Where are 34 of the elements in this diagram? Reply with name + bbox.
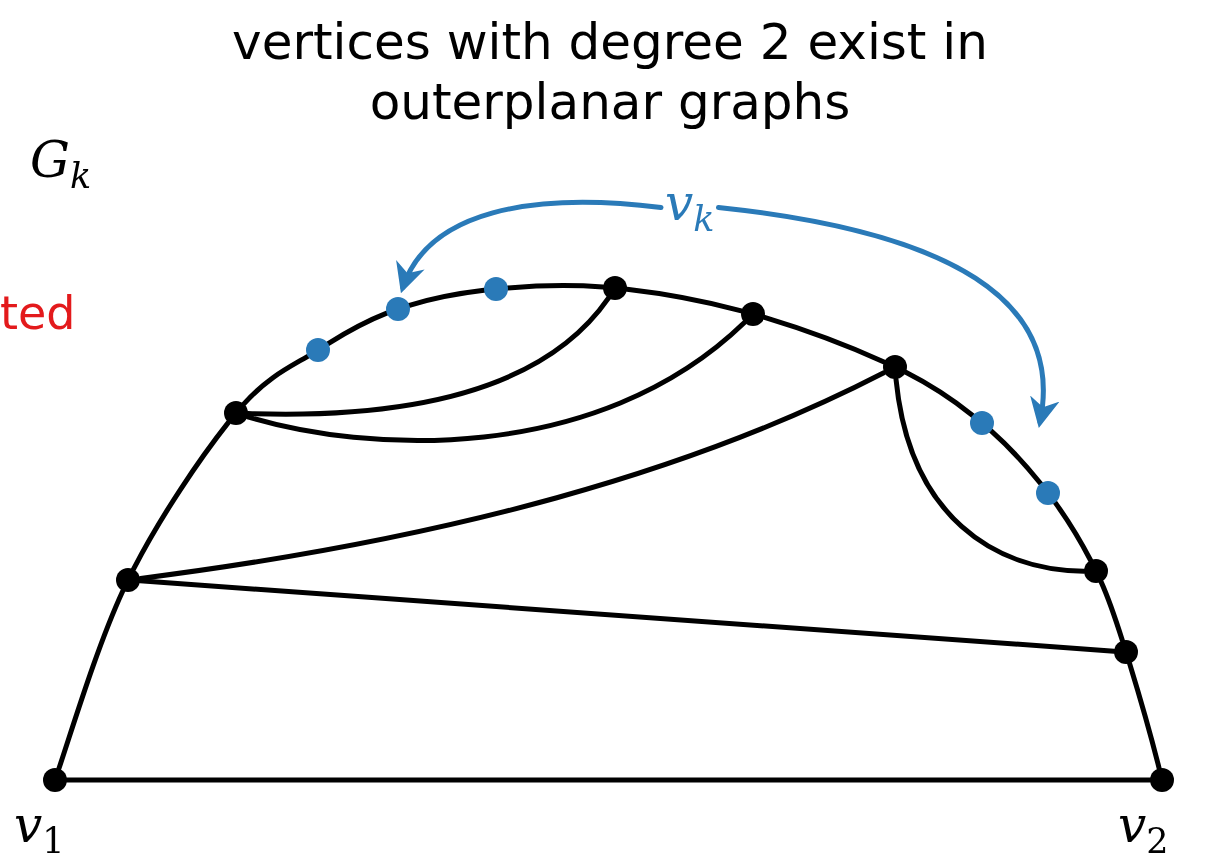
graph-edge: [1127, 661, 1162, 771]
note: ted: [0, 290, 76, 336]
vertex-label: v$_{2}$: [1118, 800, 1169, 859]
vertex-label: v$_{1}$: [14, 800, 65, 859]
graph-edge: [56, 588, 126, 772]
vertex-dot: [116, 568, 140, 592]
vertex-dot: [484, 277, 508, 301]
vertex-dot: [741, 302, 765, 326]
vertex-dot: [883, 355, 907, 379]
arrow: [398, 200, 664, 293]
vertex-dot: [1150, 768, 1174, 792]
vertex-dot: [43, 768, 67, 792]
graph-edge: [245, 320, 747, 443]
graph-edge: [762, 314, 887, 365]
graph-edge: [988, 428, 1044, 487]
graph-edge: [325, 310, 390, 347]
vertex-dot: [603, 276, 627, 300]
vertex-label: v$_{k}$: [665, 178, 715, 237]
graph-edge: [1098, 579, 1125, 644]
vertex-dot: [306, 338, 330, 362]
vertex-dot: [1036, 481, 1060, 505]
vertex-dot: [224, 401, 248, 425]
vertex-dot: [386, 297, 410, 321]
graph-edge: [903, 369, 976, 418]
graph-label: G$_{k}$: [30, 135, 92, 194]
vertex-dot: [1114, 640, 1138, 664]
graph-edge: [1052, 500, 1094, 563]
graph-edge: [138, 370, 887, 581]
arrow: [715, 205, 1058, 428]
title: vertices with degree 2 exist in outerplanar graphs: [231, 12, 989, 132]
vertex-dot: [970, 411, 994, 435]
vertex-dot: [1084, 559, 1108, 583]
graph-edge: [241, 353, 311, 407]
graph-edge: [131, 419, 231, 572]
